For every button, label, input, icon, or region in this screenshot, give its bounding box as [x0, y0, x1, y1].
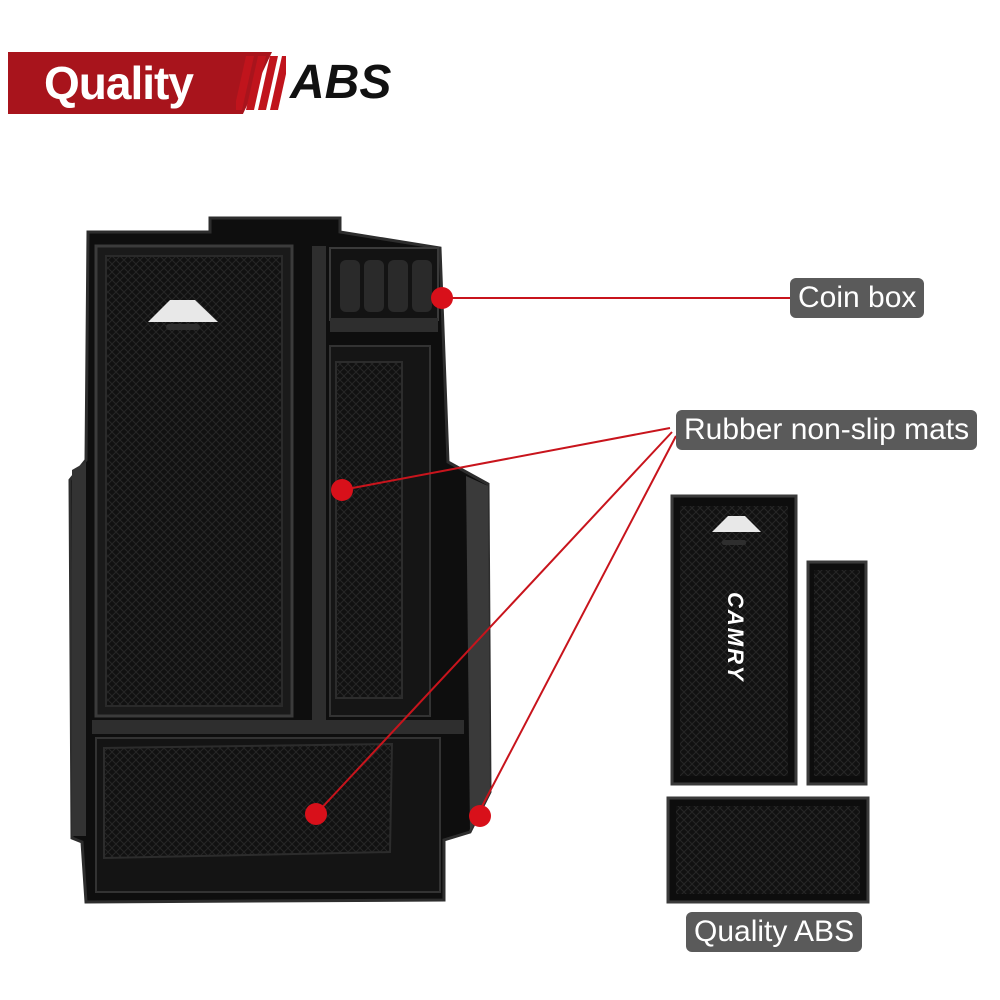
mat-logo-text: CAMRY	[723, 592, 748, 683]
banner-quality-text: Quality	[44, 57, 194, 109]
marker-mat-bottom	[305, 803, 327, 825]
banner-abs-text: ABS	[290, 56, 392, 109]
marker-abs-shell	[469, 805, 491, 827]
rubber-mats	[666, 494, 870, 904]
quality-banner	[8, 52, 272, 114]
console-tray	[68, 216, 492, 904]
callout-lines	[315, 297, 792, 815]
rubber-mats-label: Rubber non-slip mats	[676, 410, 978, 450]
quality-abs-label: Quality ABS	[686, 912, 863, 952]
marker-coin-box	[431, 287, 453, 309]
banner-stripes-icon	[236, 56, 286, 110]
marker-mat-middle	[331, 479, 353, 501]
coin-box-label: Coin box	[790, 278, 925, 318]
